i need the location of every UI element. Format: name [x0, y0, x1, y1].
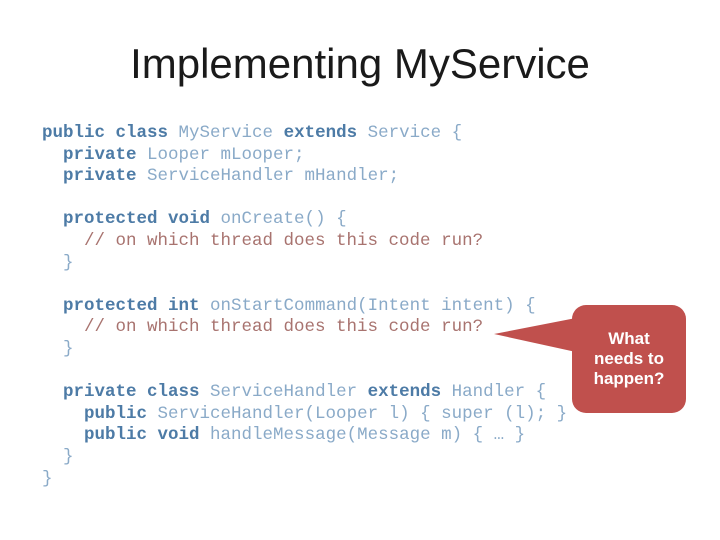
callout-bubble: What needs to happen? [572, 305, 686, 413]
code-line: public class MyService extends Service { [42, 123, 463, 143]
code-line [42, 188, 567, 210]
code-line: } [42, 468, 53, 489]
code-line: // on which thread does this code run? [42, 230, 484, 251]
code-line: } [42, 338, 74, 359]
callout-text-line: happen? [593, 369, 665, 388]
code-line: private class ServiceHandler extends Han… [63, 382, 547, 403]
code-line: } [42, 446, 74, 467]
code-line: } [42, 252, 74, 273]
code-line: // on which thread does this code run? [42, 317, 484, 338]
slide-title: Implementing MyService [130, 40, 590, 87]
callout-text-line: What [608, 329, 650, 348]
callout-tail-icon [494, 318, 576, 352]
code-line: protected int onStartCommand(Intent inte… [63, 295, 536, 316]
code-line: public ServiceHandler(Looper l) { super … [84, 403, 568, 424]
code-line [42, 274, 567, 296]
code-line: public void handleMessage(Message m) { …… [84, 425, 526, 446]
code-block: public class MyService extends Service {… [42, 123, 567, 490]
code-line: private Looper mLooper; [63, 144, 305, 165]
code-line: protected void onCreate() { [63, 209, 347, 230]
code-line: private ServiceHandler mHandler; [63, 166, 400, 187]
callout-text-line: needs to [594, 349, 664, 368]
code-line [42, 361, 567, 383]
